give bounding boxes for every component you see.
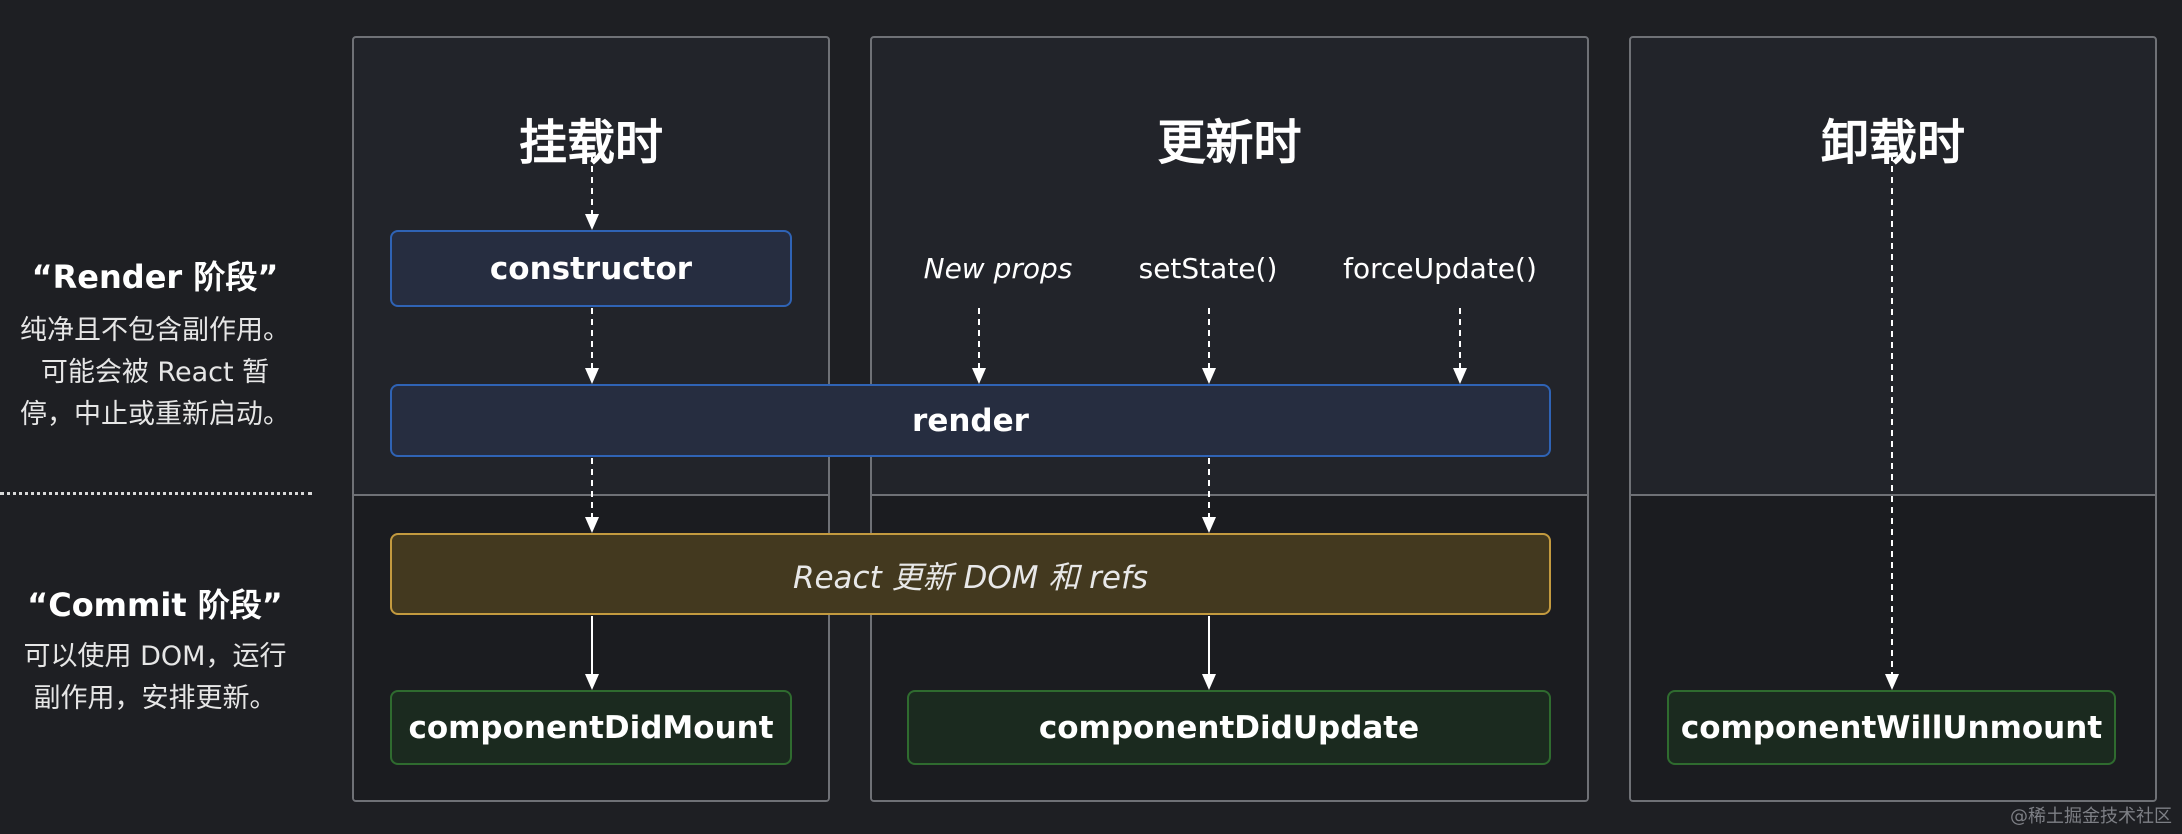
component-did-mount-node: componentDidMount [390, 690, 792, 765]
render-node: render [390, 384, 1551, 457]
update-stage-divider [872, 494, 1587, 496]
mount-phase-title: 挂载时 [518, 115, 663, 171]
constructor-node: constructor [390, 230, 792, 307]
unmount-stage-divider [1631, 494, 2155, 496]
unmount-phase: 卸载时 [1629, 36, 2157, 802]
mount-stage-divider [354, 494, 828, 496]
react-update-dom-node: React 更新 DOM 和 refs [390, 533, 1551, 615]
render-stage-heading: “Render 阶段” [31, 258, 279, 296]
update-phase-title: 更新时 [1157, 115, 1302, 171]
commit-stage-label: “Commit 阶段” 可以使用 DOM，运行 副作用，安排更新。 [0, 580, 310, 720]
commit-stage-heading: “Commit 阶段” [27, 586, 283, 624]
trigger-force-update: forceUpdate() [1343, 252, 1537, 285]
component-did-update-node: componentDidUpdate [907, 690, 1551, 765]
watermark: @稀土掘金技术社区 [2010, 806, 2172, 827]
unmount-phase-title: 卸载时 [1820, 115, 1965, 171]
commit-stage-description: 可以使用 DOM，运行 副作用，安排更新。 [23, 641, 287, 714]
trigger-new-props: New props [923, 252, 1073, 285]
stage-separator [0, 492, 312, 495]
component-will-unmount-node: componentWillUnmount [1667, 690, 2116, 765]
render-stage-label: “Render 阶段” 纯净且不包含副作用。 可能会被 React 暂 停，中止… [0, 252, 310, 436]
trigger-set-state: setState() [1138, 252, 1278, 285]
render-stage-description: 纯净且不包含副作用。 可能会被 React 暂 停，中止或重新启动。 [20, 315, 290, 430]
